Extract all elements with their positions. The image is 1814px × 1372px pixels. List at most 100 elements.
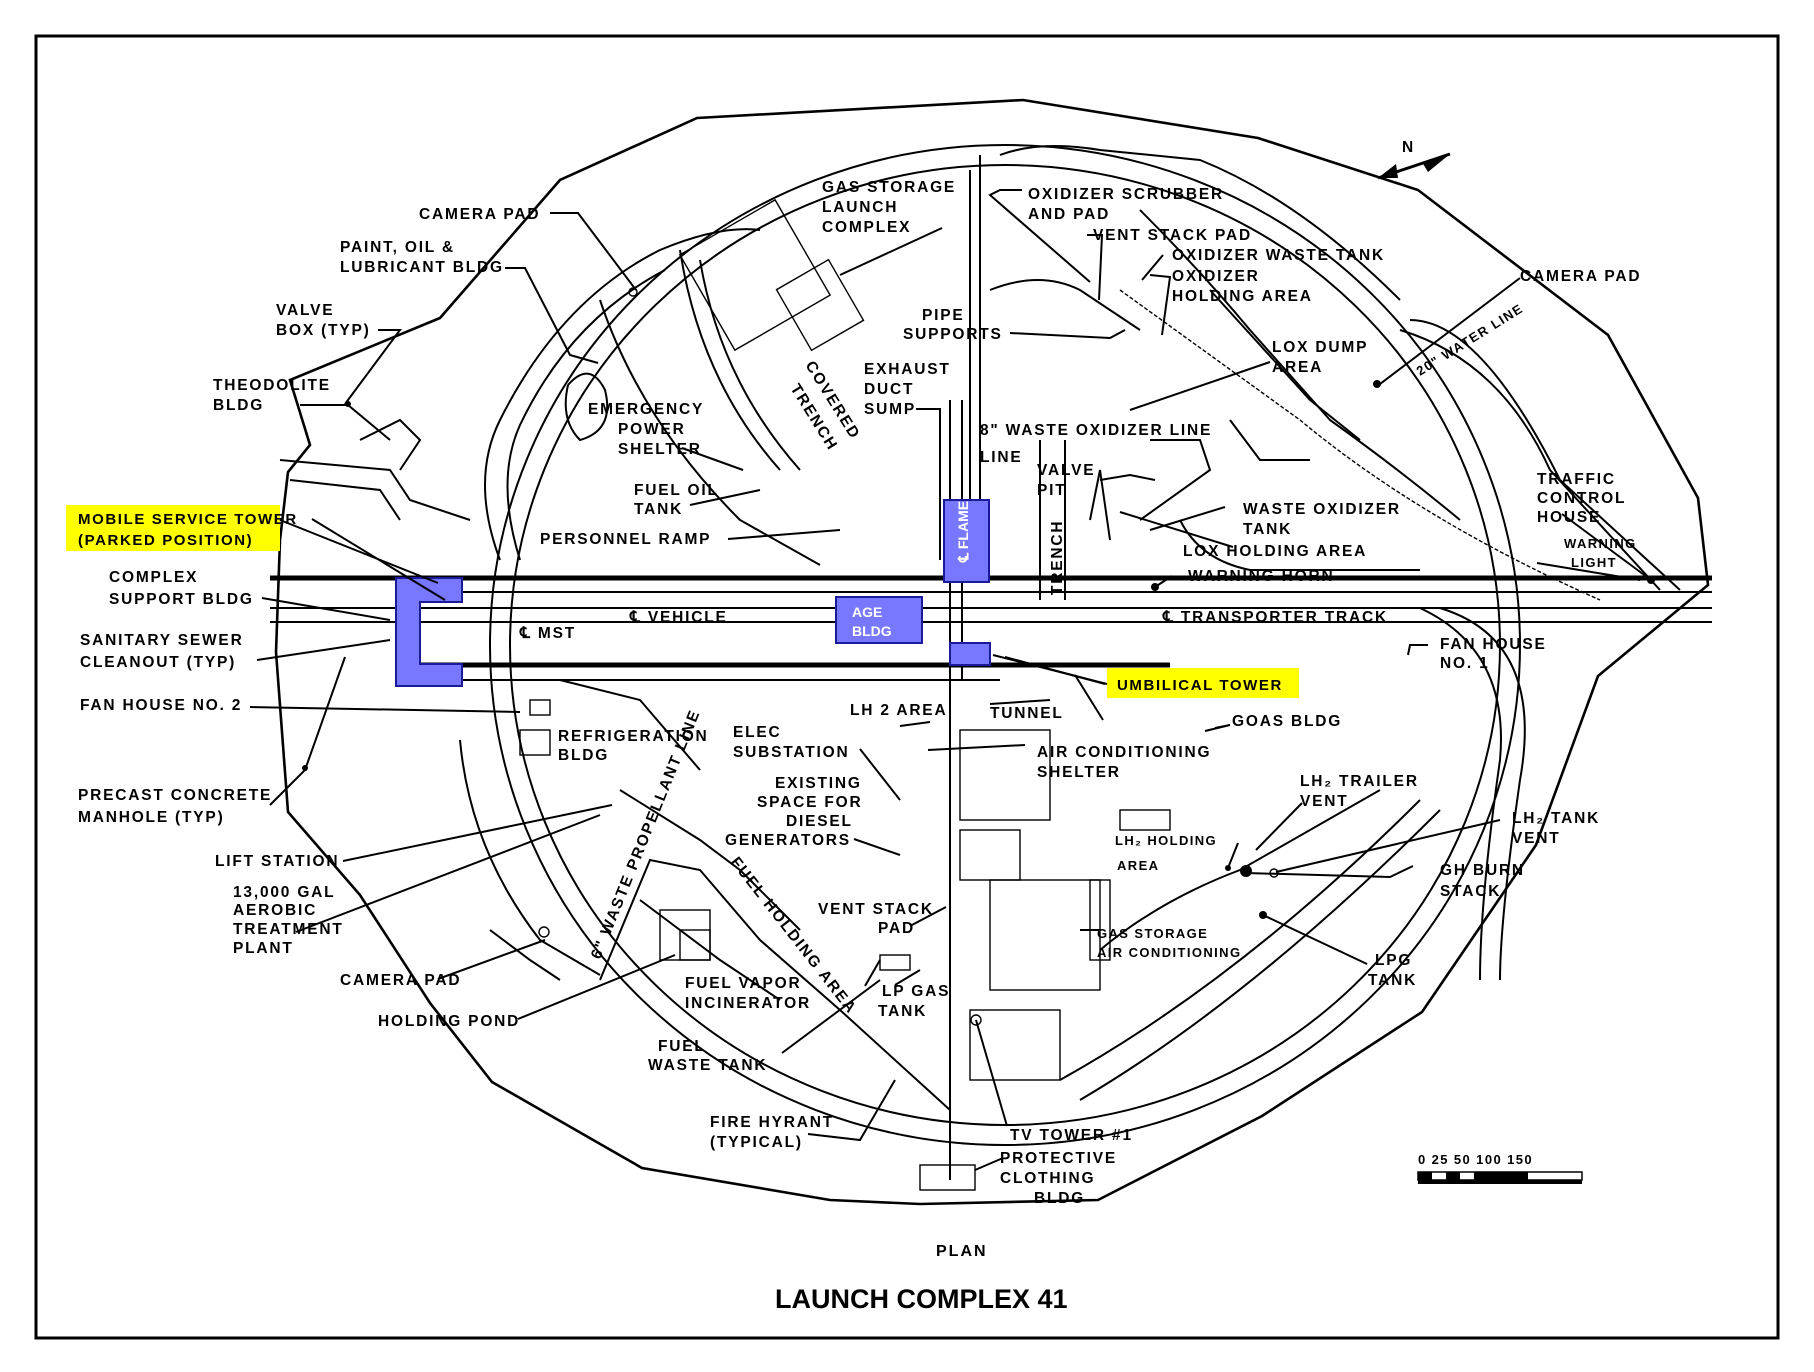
road xyxy=(359,418,422,471)
fan-house-1-b: NO. 1 xyxy=(1440,655,1489,672)
flame-deflector xyxy=(943,499,990,583)
traffic-3: HOUSE xyxy=(1537,509,1601,526)
umbilical-tower xyxy=(949,642,991,666)
ox-scrubber-1: OXIDIZER SCRUBBER xyxy=(1028,186,1224,203)
north-arrow: N xyxy=(1377,139,1451,180)
road xyxy=(1179,519,1420,571)
valve-box-1: VALVE xyxy=(276,302,334,319)
building xyxy=(879,954,911,971)
elec-2: SUBSTATION xyxy=(733,744,849,761)
gas-storage-2: LAUNCH xyxy=(822,199,898,216)
exhaust-3: SUMP xyxy=(864,401,916,418)
vent-stack-bottom-2: PAD xyxy=(878,920,915,937)
camera-pad-top: CAMERA PAD xyxy=(419,206,540,223)
emergency-3: SHELTER xyxy=(618,441,702,458)
waste-ox-line-2: LINE xyxy=(980,449,1023,466)
building xyxy=(1119,809,1171,831)
leader-lines xyxy=(249,189,1652,1171)
lh2-trailer-2: VENT xyxy=(1300,793,1349,810)
umbilical-label: UMBILICAL TOWER xyxy=(1117,677,1283,694)
lh2-trailer-1: LH₂ TRAILER xyxy=(1300,773,1419,790)
fuel-vapor-1: FUEL VAPOR xyxy=(685,975,801,992)
mobile-service-tower xyxy=(395,577,463,687)
lpg-1: LPG xyxy=(1375,952,1412,969)
page-title: LAUNCH COMPLEX 41 xyxy=(775,1284,1068,1314)
road xyxy=(599,858,951,1111)
track-sweep xyxy=(1439,607,1526,981)
sanitary-2: CLEANOUT (TYP) xyxy=(80,654,236,671)
fuel-waste-1: FUEL xyxy=(658,1038,706,1055)
tv-tower: TV TOWER #1 xyxy=(1010,1127,1133,1144)
emergency-1: EMERGENCY xyxy=(588,401,704,418)
protective-1: PROTECTIVE xyxy=(1000,1150,1117,1167)
ox-scrubber-2: AND PAD xyxy=(1028,206,1110,223)
ring-road-outer xyxy=(489,144,1521,1146)
vent-stack-bottom-1: VENT STACK xyxy=(818,901,934,918)
lh2-holding-1: LH₂ HOLDING xyxy=(1115,833,1217,848)
road xyxy=(679,249,781,471)
camera-pad-marker xyxy=(1373,380,1381,388)
existing-2: SPACE FOR xyxy=(757,794,862,811)
gas-storage-ac-1: GAS STORAGE xyxy=(1097,926,1208,941)
road xyxy=(599,299,821,566)
theodolite-2: BLDG xyxy=(213,397,264,414)
fuel-waste-2: WASTE TANK xyxy=(648,1057,767,1074)
protective-3: BLDG xyxy=(1034,1190,1085,1207)
road xyxy=(1089,469,1111,541)
highlight-mst xyxy=(66,505,280,551)
waste-ox-tank-2: TANK xyxy=(1243,521,1292,538)
road xyxy=(1409,319,1681,591)
waste-ox-line: 8" WASTE OXIDIZER LINE xyxy=(980,422,1212,439)
scale-ticks: 0 25 50 100 150 xyxy=(1418,1152,1533,1167)
marker xyxy=(1240,865,1252,877)
refrigeration-1: REFRIGERATION xyxy=(558,728,709,745)
ox-holding-2: HOLDING AREA xyxy=(1172,288,1313,305)
road xyxy=(1059,799,1421,1081)
paint-label-1: PAINT, OIL & xyxy=(340,239,455,256)
elec-1: ELEC xyxy=(733,724,782,741)
mst-label-2: (PARKED POSITION) xyxy=(78,532,253,549)
mst-label-1: MOBILE SERVICE TOWER xyxy=(78,511,298,528)
waste-ox-tank-1: WASTE OXIDIZER xyxy=(1243,501,1401,518)
tunnel: TUNNEL xyxy=(990,705,1064,722)
gas-storage-building xyxy=(775,258,865,352)
mst-leader xyxy=(279,519,439,584)
map-frame xyxy=(34,34,1780,1340)
traffic-1: TRAFFIC xyxy=(1537,471,1616,488)
existing-3: DIESEL xyxy=(786,813,853,830)
track-label-vehicle: ℄ VEHICLE xyxy=(629,609,728,626)
lox-dump-1: LOX DUMP xyxy=(1272,339,1368,356)
road xyxy=(989,279,1141,331)
ox-holding-1: OXIDIZER xyxy=(1172,268,1260,285)
fuel-oil-1: FUEL OIL xyxy=(634,482,719,499)
track-label-transporter: ℄ TRANSPORTER TRACK xyxy=(1162,609,1388,626)
track-label-mst: ℄ MST xyxy=(519,625,576,642)
gas-storage-ac-2: AIR CONDITIONING xyxy=(1097,945,1241,960)
lp-gas-2: TANK xyxy=(878,1003,927,1020)
gas-storage-1: GAS STORAGE xyxy=(822,179,956,196)
water-line xyxy=(1119,289,1601,601)
vent-stack-top: VENT STACK PAD xyxy=(1093,227,1252,244)
road xyxy=(1209,289,1361,441)
road xyxy=(279,459,471,521)
complex-support-2: SUPPORT BLDG xyxy=(109,591,254,608)
aerobic-4: PLANT xyxy=(233,940,294,957)
valve-pit-1: VALVE xyxy=(1037,462,1095,479)
warning-horn: WARNING HORN xyxy=(1188,568,1334,585)
gas-storage-3: COMPLEX xyxy=(822,219,911,236)
road xyxy=(1139,439,1212,521)
marker xyxy=(970,1014,982,1026)
warning-light-1: WARNING xyxy=(1564,536,1637,551)
gh-burn-2: STACK xyxy=(1440,883,1501,900)
road xyxy=(489,929,561,981)
road xyxy=(1229,419,1310,461)
lpg-2: TANK xyxy=(1368,972,1417,989)
road xyxy=(484,228,761,561)
valve-box-2: BOX (TYP) xyxy=(276,322,371,339)
lp-gas-1: LP GAS xyxy=(882,983,950,1000)
lh2-area: LH 2 AREA xyxy=(850,702,947,719)
gh-burn-1: GH BURN xyxy=(1440,862,1525,879)
lox-holding: LOX HOLDING AREA xyxy=(1183,543,1367,560)
holding-pond: HOLDING POND xyxy=(378,1013,520,1030)
propellant-line: 6" WASTE PROPELLANT LINE xyxy=(588,707,704,961)
